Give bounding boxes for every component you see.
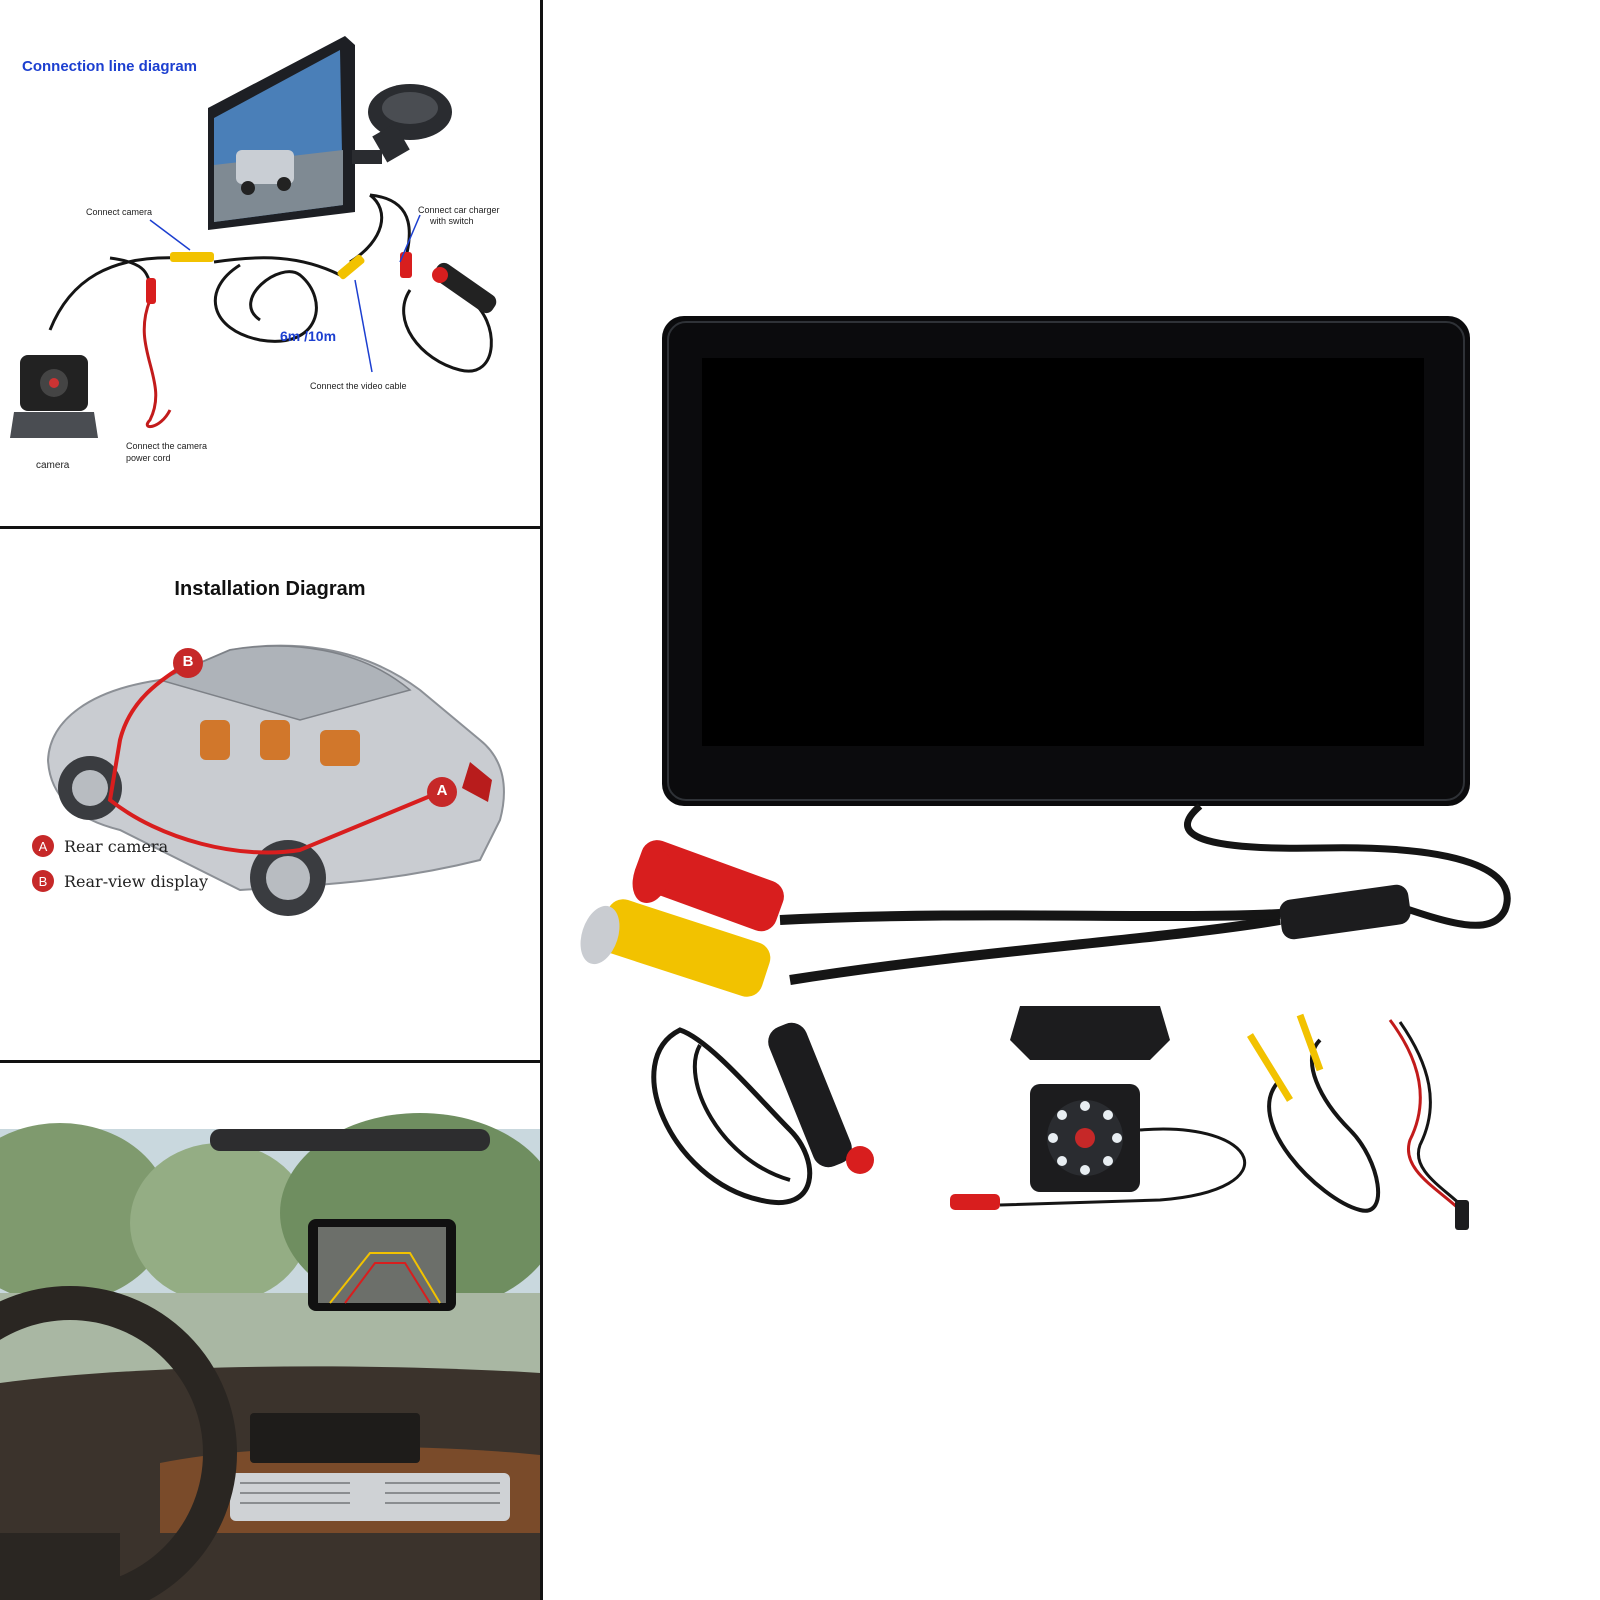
vertical-divider: [540, 0, 543, 1600]
connect-video-cable-label: Connect the video cable: [310, 381, 407, 391]
legend-label-rear-view-display: Rear-view display: [64, 871, 209, 891]
camera-label: camera: [36, 460, 70, 471]
product-photo: [580, 316, 1511, 1230]
legend-item-rear-view-display: B Rear-view display: [32, 868, 208, 894]
installation-diagram-title: Installation Diagram: [174, 578, 366, 600]
car-charger-icon: [651, 1022, 874, 1205]
legend-badge-a: A: [32, 835, 54, 857]
marker-b-label: B: [182, 653, 194, 670]
connect-camera-label: Connect camera: [86, 207, 153, 217]
dashboard-photo: [0, 1113, 540, 1600]
backup-camera-icon: [10, 355, 98, 438]
connect-power-label-1: Connect the camera: [126, 441, 208, 451]
backup-camera-icon: [950, 1006, 1246, 1210]
cable-length-label: 6m /10m: [280, 328, 337, 344]
connection-diagram-title: Connection line diagram: [22, 58, 198, 75]
connect-charger-label-1: Connect car charger: [418, 205, 500, 215]
connect-charger-label-2: with switch: [430, 216, 474, 226]
legend-item-rear-camera: A Rear camera: [32, 833, 168, 859]
steering-wheel-icon: [0, 1286, 237, 1600]
connection-diagram-panel: Connection line diagram: [0, 0, 540, 526]
monitor-icon: [662, 316, 1470, 806]
in-car-photo-panel: [0, 1063, 540, 1600]
suction-mount-icon: [352, 84, 452, 164]
legend-label-rear-camera: Rear camera: [64, 836, 169, 856]
mounted-monitor-icon: [308, 1219, 456, 1311]
marker-b-circle: [173, 648, 203, 678]
connection-diagram-illustration: [10, 36, 497, 438]
horizontal-divider-2: [0, 1060, 540, 1063]
connect-power-label-2: power cord: [126, 453, 171, 463]
horizontal-divider-1: [0, 526, 540, 529]
marker-a-circle: [427, 777, 457, 807]
rca-connector-icon: [580, 840, 784, 997]
installation-diagram-panel: Installation Diagram B A A Rear camera B…: [0, 530, 540, 1058]
car-charger-icon: [432, 262, 497, 314]
monitor-icon: [208, 36, 355, 230]
rca-connector-icon: [170, 252, 214, 262]
car-cutaway-illustration: [46, 644, 505, 916]
marker-a-label: A: [436, 782, 448, 799]
legend-badge-b: B: [32, 870, 54, 892]
